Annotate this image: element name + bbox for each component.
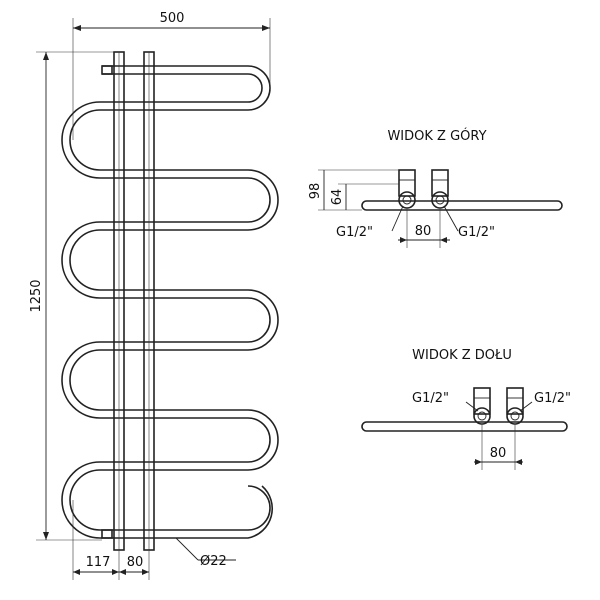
width-arrow-right xyxy=(262,25,270,31)
bottom-view-valve-right-inner xyxy=(510,411,520,421)
bottom-view-leader-right xyxy=(519,401,533,412)
top-view-valve-right-outer xyxy=(431,191,449,209)
bottom-view-valve-left-inner xyxy=(477,411,487,421)
bottom-view-bar xyxy=(361,421,568,432)
top-view-spacing-arrow-right xyxy=(440,237,447,243)
serpentine-tube-inner xyxy=(61,73,274,539)
top-view-spacing-label: 80 xyxy=(415,224,432,239)
bottom-view-valve-left-body xyxy=(473,387,491,415)
left-offset-label: 117 xyxy=(86,555,111,570)
top-view-connection-right: G1/2" xyxy=(458,225,495,240)
front-view: 500 1250 117 80 Ø22 xyxy=(29,11,279,580)
bottom-view: WIDOK Z DOŁU G1/2" G1/2" 80 xyxy=(361,348,571,470)
top-view-height-inner-label: 64 xyxy=(330,189,345,206)
height-arrow-top xyxy=(43,52,49,60)
top-bar-end xyxy=(101,65,113,75)
width-arrow-left xyxy=(73,25,81,31)
offset-arrow-a xyxy=(73,569,80,575)
top-view-valve-left-outer xyxy=(398,191,416,209)
offset-arrow-c xyxy=(119,569,126,575)
bottom-view-spacing-label: 80 xyxy=(490,446,507,461)
serpentine-tube-outer xyxy=(69,65,279,531)
height-label: 1250 xyxy=(29,279,44,312)
bottom-view-connection-right: G1/2" xyxy=(534,391,571,406)
top-view-height-total-label: 98 xyxy=(308,183,323,200)
bottom-view-spacing-arrow-right xyxy=(515,459,522,465)
height-arrow-bottom xyxy=(43,532,49,540)
bottom-bar-end xyxy=(101,529,113,539)
top-view-valve-right-inner xyxy=(435,195,445,205)
bottom-view-spacing-arrow-left xyxy=(475,459,482,465)
diameter-label: Ø22 xyxy=(200,554,227,569)
offset-arrow-d xyxy=(142,569,149,575)
pipe-spacing-label: 80 xyxy=(127,555,144,570)
offset-arrow-b xyxy=(112,569,119,575)
bottom-view-valve-right-body xyxy=(506,387,524,415)
bottom-view-leader-left xyxy=(465,401,479,412)
width-label: 500 xyxy=(160,11,185,26)
top-view-leader-right xyxy=(443,205,459,232)
top-view-bar xyxy=(361,200,563,211)
top-view-leader-left xyxy=(391,205,404,232)
top-view-title: WIDOK Z GÓRY xyxy=(387,128,486,144)
top-view: WIDOK Z GÓRY 98 64 80 G1/2" G1/2" xyxy=(308,128,563,248)
bottom-view-title: WIDOK Z DOŁU xyxy=(412,348,512,363)
top-view-spacing-arrow-left xyxy=(400,237,407,243)
top-view-valve-left-inner xyxy=(402,195,412,205)
diameter-leader xyxy=(175,537,199,561)
top-view-connection-left: G1/2" xyxy=(336,225,373,240)
bottom-view-connection-left: G1/2" xyxy=(412,391,449,406)
